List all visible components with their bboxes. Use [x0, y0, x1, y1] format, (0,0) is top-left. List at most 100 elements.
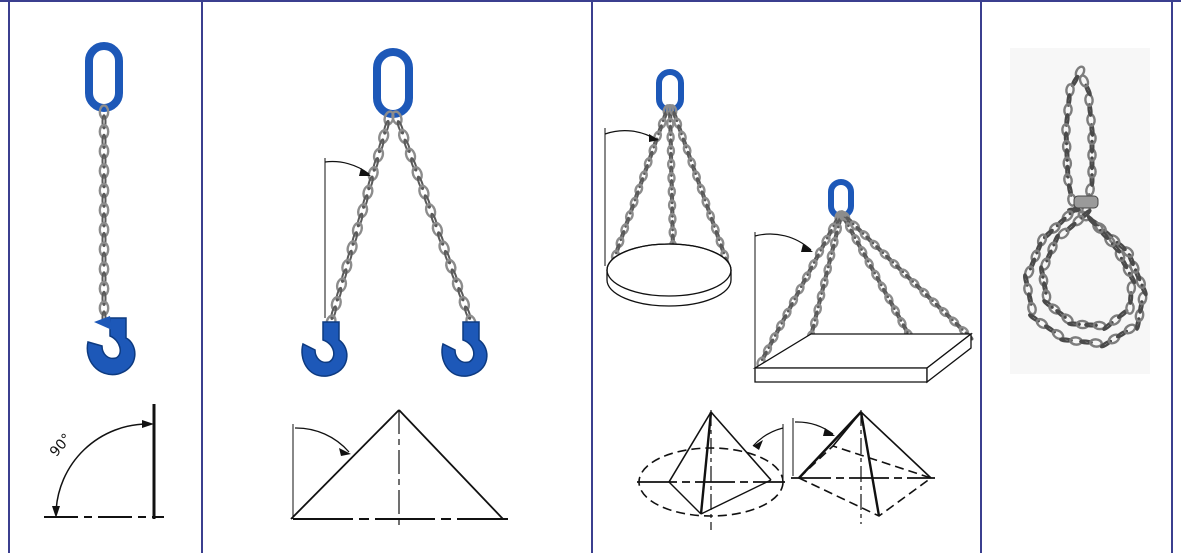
chain-link — [1044, 324, 1056, 334]
chain-link — [700, 190, 707, 202]
chain-link — [904, 273, 915, 283]
chain-link — [410, 157, 418, 172]
chain-link — [786, 302, 794, 313]
chain-link — [98, 163, 110, 179]
hook-icon — [86, 316, 136, 376]
chain-link — [901, 323, 909, 334]
chain-link — [686, 150, 693, 162]
chain-link — [895, 264, 905, 274]
chain-link — [799, 277, 807, 289]
chain-link — [672, 111, 679, 123]
chain-link — [356, 212, 364, 228]
chain-link — [418, 184, 430, 200]
angle-marker — [754, 232, 813, 368]
chain-icon — [668, 104, 730, 268]
chain-link — [714, 230, 721, 242]
chain-link — [98, 182, 110, 199]
panel-two-leg — [203, 0, 591, 553]
chain-link — [1066, 93, 1072, 107]
panel-endless-sling — [982, 0, 1171, 553]
chain-link — [826, 257, 832, 269]
chain-link — [813, 310, 819, 322]
chain-link — [919, 287, 930, 298]
chain-link — [719, 243, 726, 255]
chain-link — [450, 268, 458, 283]
chain-link — [638, 177, 645, 189]
chain-link — [1089, 338, 1103, 348]
chain-link — [1027, 301, 1037, 316]
chain-link — [1045, 249, 1053, 263]
chain-link — [833, 230, 839, 242]
chain-link — [1039, 265, 1045, 279]
chain-link — [1079, 339, 1093, 345]
two-leg-diagram — [290, 48, 508, 526]
chain-link — [1065, 164, 1071, 179]
chain-link — [862, 252, 870, 263]
chain-link — [865, 235, 875, 245]
chain-link — [396, 120, 405, 135]
chain-link — [101, 153, 107, 169]
chain-link — [624, 216, 631, 228]
chain-link — [101, 271, 107, 287]
chain-link — [944, 312, 954, 322]
hook-icon — [301, 321, 348, 377]
chain-link — [1064, 148, 1070, 162]
chain-link — [367, 165, 379, 182]
angle-diagram-icon: 90° — [44, 404, 164, 519]
chain-link — [457, 286, 465, 302]
chain-link — [391, 110, 403, 126]
chain-link — [430, 212, 438, 228]
chain-link — [335, 286, 343, 302]
chain-link — [351, 221, 364, 237]
chain-link — [793, 289, 801, 301]
chain-link — [855, 225, 865, 235]
chain-link — [424, 203, 437, 219]
chain-link — [1126, 281, 1137, 295]
chain-link — [443, 249, 452, 265]
chain-link — [1133, 268, 1142, 282]
chain-link — [1089, 139, 1095, 154]
chain-link — [816, 297, 822, 309]
chain-link — [1119, 256, 1129, 270]
chain-link — [437, 231, 445, 246]
chain-link — [670, 219, 675, 232]
chain-link — [868, 264, 877, 275]
chain-link — [1055, 216, 1067, 228]
chain-link — [397, 128, 410, 145]
chain-link — [1080, 208, 1092, 220]
chain-link — [914, 283, 924, 293]
chain-link — [879, 249, 890, 260]
chain-link — [383, 119, 390, 135]
chain-link — [1128, 291, 1134, 305]
chain-link — [691, 163, 698, 176]
chain-link — [780, 314, 788, 325]
chain-link — [330, 305, 337, 321]
chain-link — [1084, 322, 1098, 328]
chain-link — [1067, 183, 1073, 197]
chain-link — [695, 177, 702, 189]
chain-link — [1052, 233, 1060, 247]
chain-link — [411, 166, 423, 182]
chain-link — [403, 138, 411, 154]
chain-link — [1035, 241, 1043, 255]
chain-link — [404, 147, 417, 163]
chain-link — [1115, 329, 1129, 339]
endless-sling-diagram — [1010, 48, 1150, 374]
chain-icon — [756, 210, 844, 368]
chain-link — [668, 151, 674, 164]
chain-link — [895, 311, 903, 322]
chain-link — [709, 216, 716, 228]
chain-link — [377, 138, 385, 154]
chain-link — [773, 326, 781, 337]
chain-link — [101, 212, 107, 228]
chain-link — [929, 297, 940, 308]
chain-link — [882, 287, 890, 299]
chain-link — [614, 243, 621, 255]
angle-diagram-icon — [637, 410, 785, 530]
chain-link — [760, 350, 768, 362]
angle-diagram-icon — [290, 409, 508, 526]
chain-icon — [839, 210, 974, 341]
chain-link — [98, 300, 110, 317]
chain-link — [351, 231, 359, 246]
chain-link — [335, 277, 348, 293]
